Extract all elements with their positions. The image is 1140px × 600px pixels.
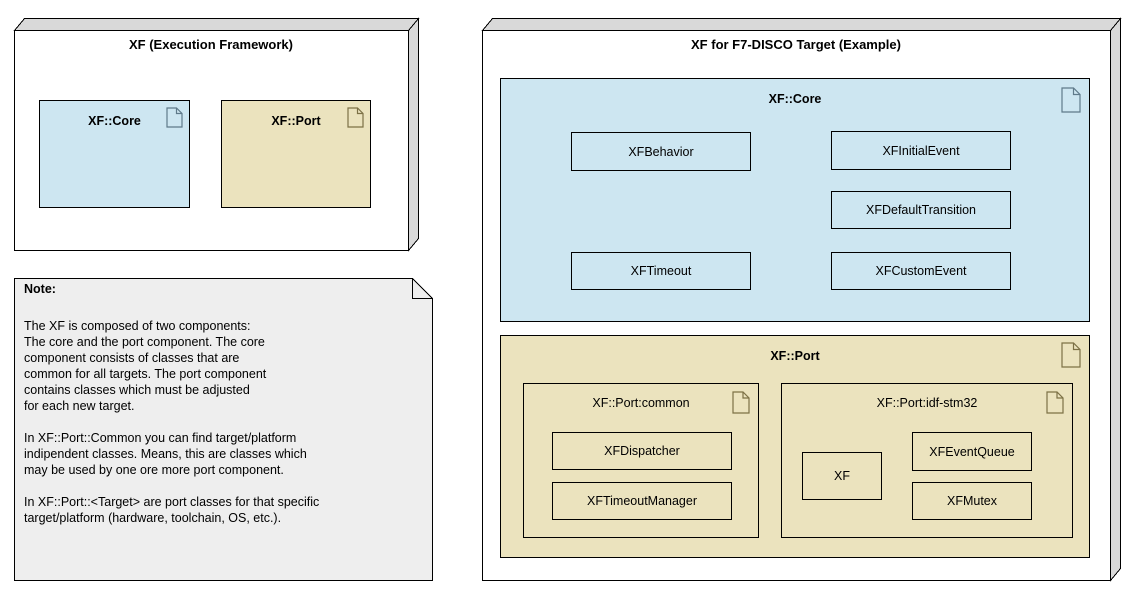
note-page-icon (1046, 391, 1064, 414)
subpackage-label: XF::Port:common (592, 396, 690, 410)
right-node-title: XF for F7-DISCO Target (Example) (691, 37, 901, 52)
class-box-xfbehavior: XFBehavior (571, 132, 751, 171)
package-label: XF::Port (770, 349, 820, 363)
note-page-icon (1061, 87, 1081, 113)
package-label: XF::Port (271, 114, 321, 128)
note-heading: Note: (24, 282, 56, 296)
package-label: XF::Core (768, 92, 822, 106)
class-box-xftimeout: XFTimeout (571, 252, 751, 290)
package-xf-core: XF::Core XFBehavior XFInitialEvent XFDef… (500, 78, 1090, 322)
subpackage-label: XF::Port:idf-stm32 (876, 396, 978, 410)
class-box-xfdispatcher: XFDispatcher (552, 432, 732, 470)
note-paragraph: In XF::Port::Common you can find target/… (24, 431, 307, 477)
note-paragraph: In XF::Port::<Target> are port classes f… (24, 495, 320, 525)
class-box-xfinitialevent: XFInitialEvent (831, 131, 1011, 170)
package-xf-port-overview: XF::Port (221, 100, 371, 208)
class-box-xftimeoutmanager: XFTimeoutManager (552, 482, 732, 520)
note-shape (14, 278, 433, 581)
note-page-icon (166, 107, 183, 128)
package-xf-port-common: XF::Port:common XFDispatcher XFTimeoutMa… (523, 383, 759, 538)
note-page-icon (732, 391, 750, 414)
left-node-title: XF (Execution Framework) (129, 37, 293, 52)
class-box-xfeventqueue: XFEventQueue (912, 432, 1032, 471)
package-label: XF::Core (88, 114, 141, 128)
class-box-xfcustomevent: XFCustomEvent (831, 252, 1011, 290)
class-box-xfmutex: XFMutex (912, 482, 1032, 520)
class-box-xf: XF (802, 452, 882, 500)
class-box-xfdefaulttransition: XFDefaultTransition (831, 191, 1011, 229)
note-body: The XF is composed of two components: Th… (24, 318, 424, 542)
note-page-icon (1061, 342, 1081, 368)
note-paragraph: The XF is composed of two components: Th… (24, 319, 267, 413)
note-page-icon (347, 107, 364, 128)
package-xf-port: XF::Port XF::Port:common XFDispatcher XF… (500, 335, 1090, 558)
package-xf-port-idf-stm32: XF::Port:idf-stm32 XF XFEventQueue XFMut… (781, 383, 1073, 538)
package-xf-core-overview: XF::Core (39, 100, 190, 208)
